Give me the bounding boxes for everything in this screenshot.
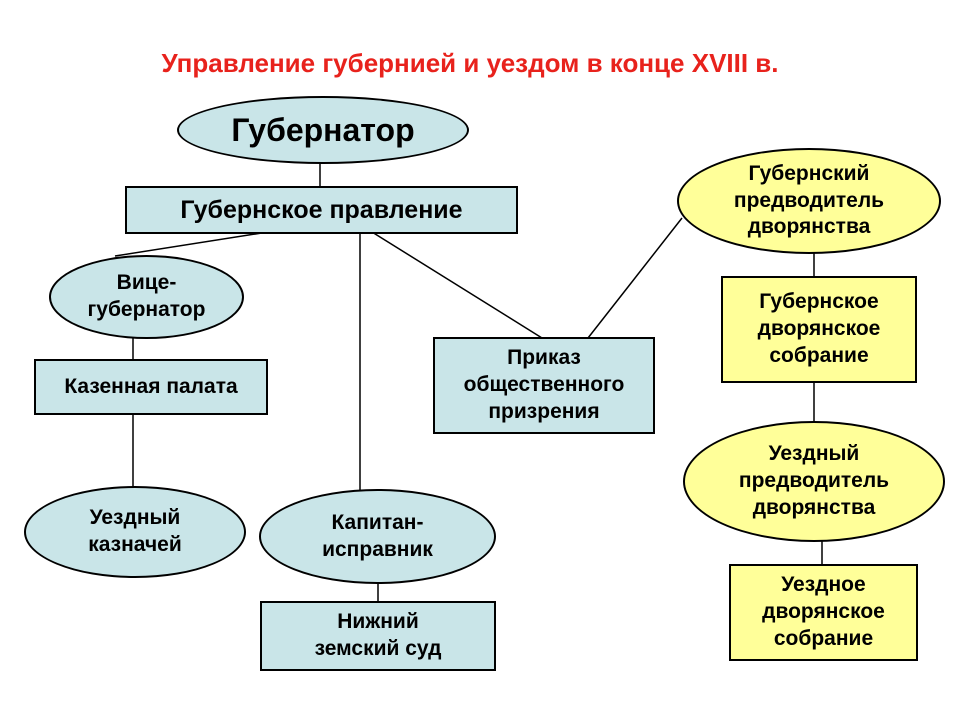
district-marshal-label-line-3: дворянства xyxy=(752,495,876,519)
connector-board-vice-governor xyxy=(114,231,269,257)
lower-court-label-line-1: Нижний xyxy=(337,610,419,634)
provincial-assembly-node: Губернское дворянское собрание xyxy=(721,276,917,383)
public-charity-label-line-3: призрения xyxy=(488,399,600,423)
treasury-chamber-label: Казенная палата xyxy=(64,374,238,398)
vice-governor-label-line-1: Вице- xyxy=(116,271,177,295)
treasury-chamber-node: Казенная палата xyxy=(34,359,268,415)
provincial-board-label: Губернское правление xyxy=(180,196,463,224)
district-treasurer-label-line-1: Уездный xyxy=(89,506,181,530)
police-captain-label-line-2: исправник xyxy=(322,537,433,561)
slide-title: Управление губернией и уездом в конце XV… xyxy=(161,48,779,78)
provincial-assembly-label-line-2: дворянское xyxy=(757,317,881,341)
provincial-marshal-node: Губернский предводитель дворянства xyxy=(677,148,941,254)
provincial-board-node: Губернское правление xyxy=(125,186,518,234)
lower-court-label-line-2: земский суд xyxy=(314,637,442,660)
district-assembly-label-line-1: Уездное xyxy=(781,573,866,597)
public-charity-label-line-1: Приказ xyxy=(507,346,581,370)
vice-governor-label-line-2: губернатор xyxy=(87,298,206,321)
provincial-assembly-label-line-1: Губернское xyxy=(759,290,879,314)
district-marshal-label-line-1: Уездный xyxy=(768,442,860,466)
connector-board-charity xyxy=(371,231,543,339)
district-assembly-label-line-3: собрание xyxy=(773,626,874,650)
public-charity-label-line-2: общественного xyxy=(463,373,625,397)
connector-marshal-charity xyxy=(587,217,683,339)
police-captain-node: Капитан- исправник xyxy=(259,489,496,584)
governor-node: Губернатор xyxy=(177,96,469,164)
police-captain-label-line-1: Капитан- xyxy=(331,510,424,534)
governor-label: Губернатор xyxy=(231,111,415,148)
district-assembly-node: Уездное дворянское собрание xyxy=(729,564,918,661)
district-marshal-label-line-2: предводитель xyxy=(738,469,890,493)
district-treasurer-label-line-2: казначей xyxy=(88,533,182,556)
vice-governor-node: Вице- губернатор xyxy=(49,255,244,339)
district-assembly-label-line-2: дворянское xyxy=(762,600,885,624)
provincial-marshal-label-line-3: дворянства xyxy=(747,215,871,239)
provincial-marshal-label-line-2: предводитель xyxy=(733,188,885,212)
lower-court-node: Нижний земский суд xyxy=(260,601,496,671)
provincial-marshal-label-line-1: Губернский xyxy=(748,161,870,185)
public-charity-node: Приказ общественного призрения xyxy=(433,337,655,434)
district-treasurer-node: Уездный казначей xyxy=(24,486,246,578)
provincial-assembly-label-line-3: собрание xyxy=(769,343,869,367)
district-marshal-node: Уездный предводитель дворянства xyxy=(683,421,945,542)
